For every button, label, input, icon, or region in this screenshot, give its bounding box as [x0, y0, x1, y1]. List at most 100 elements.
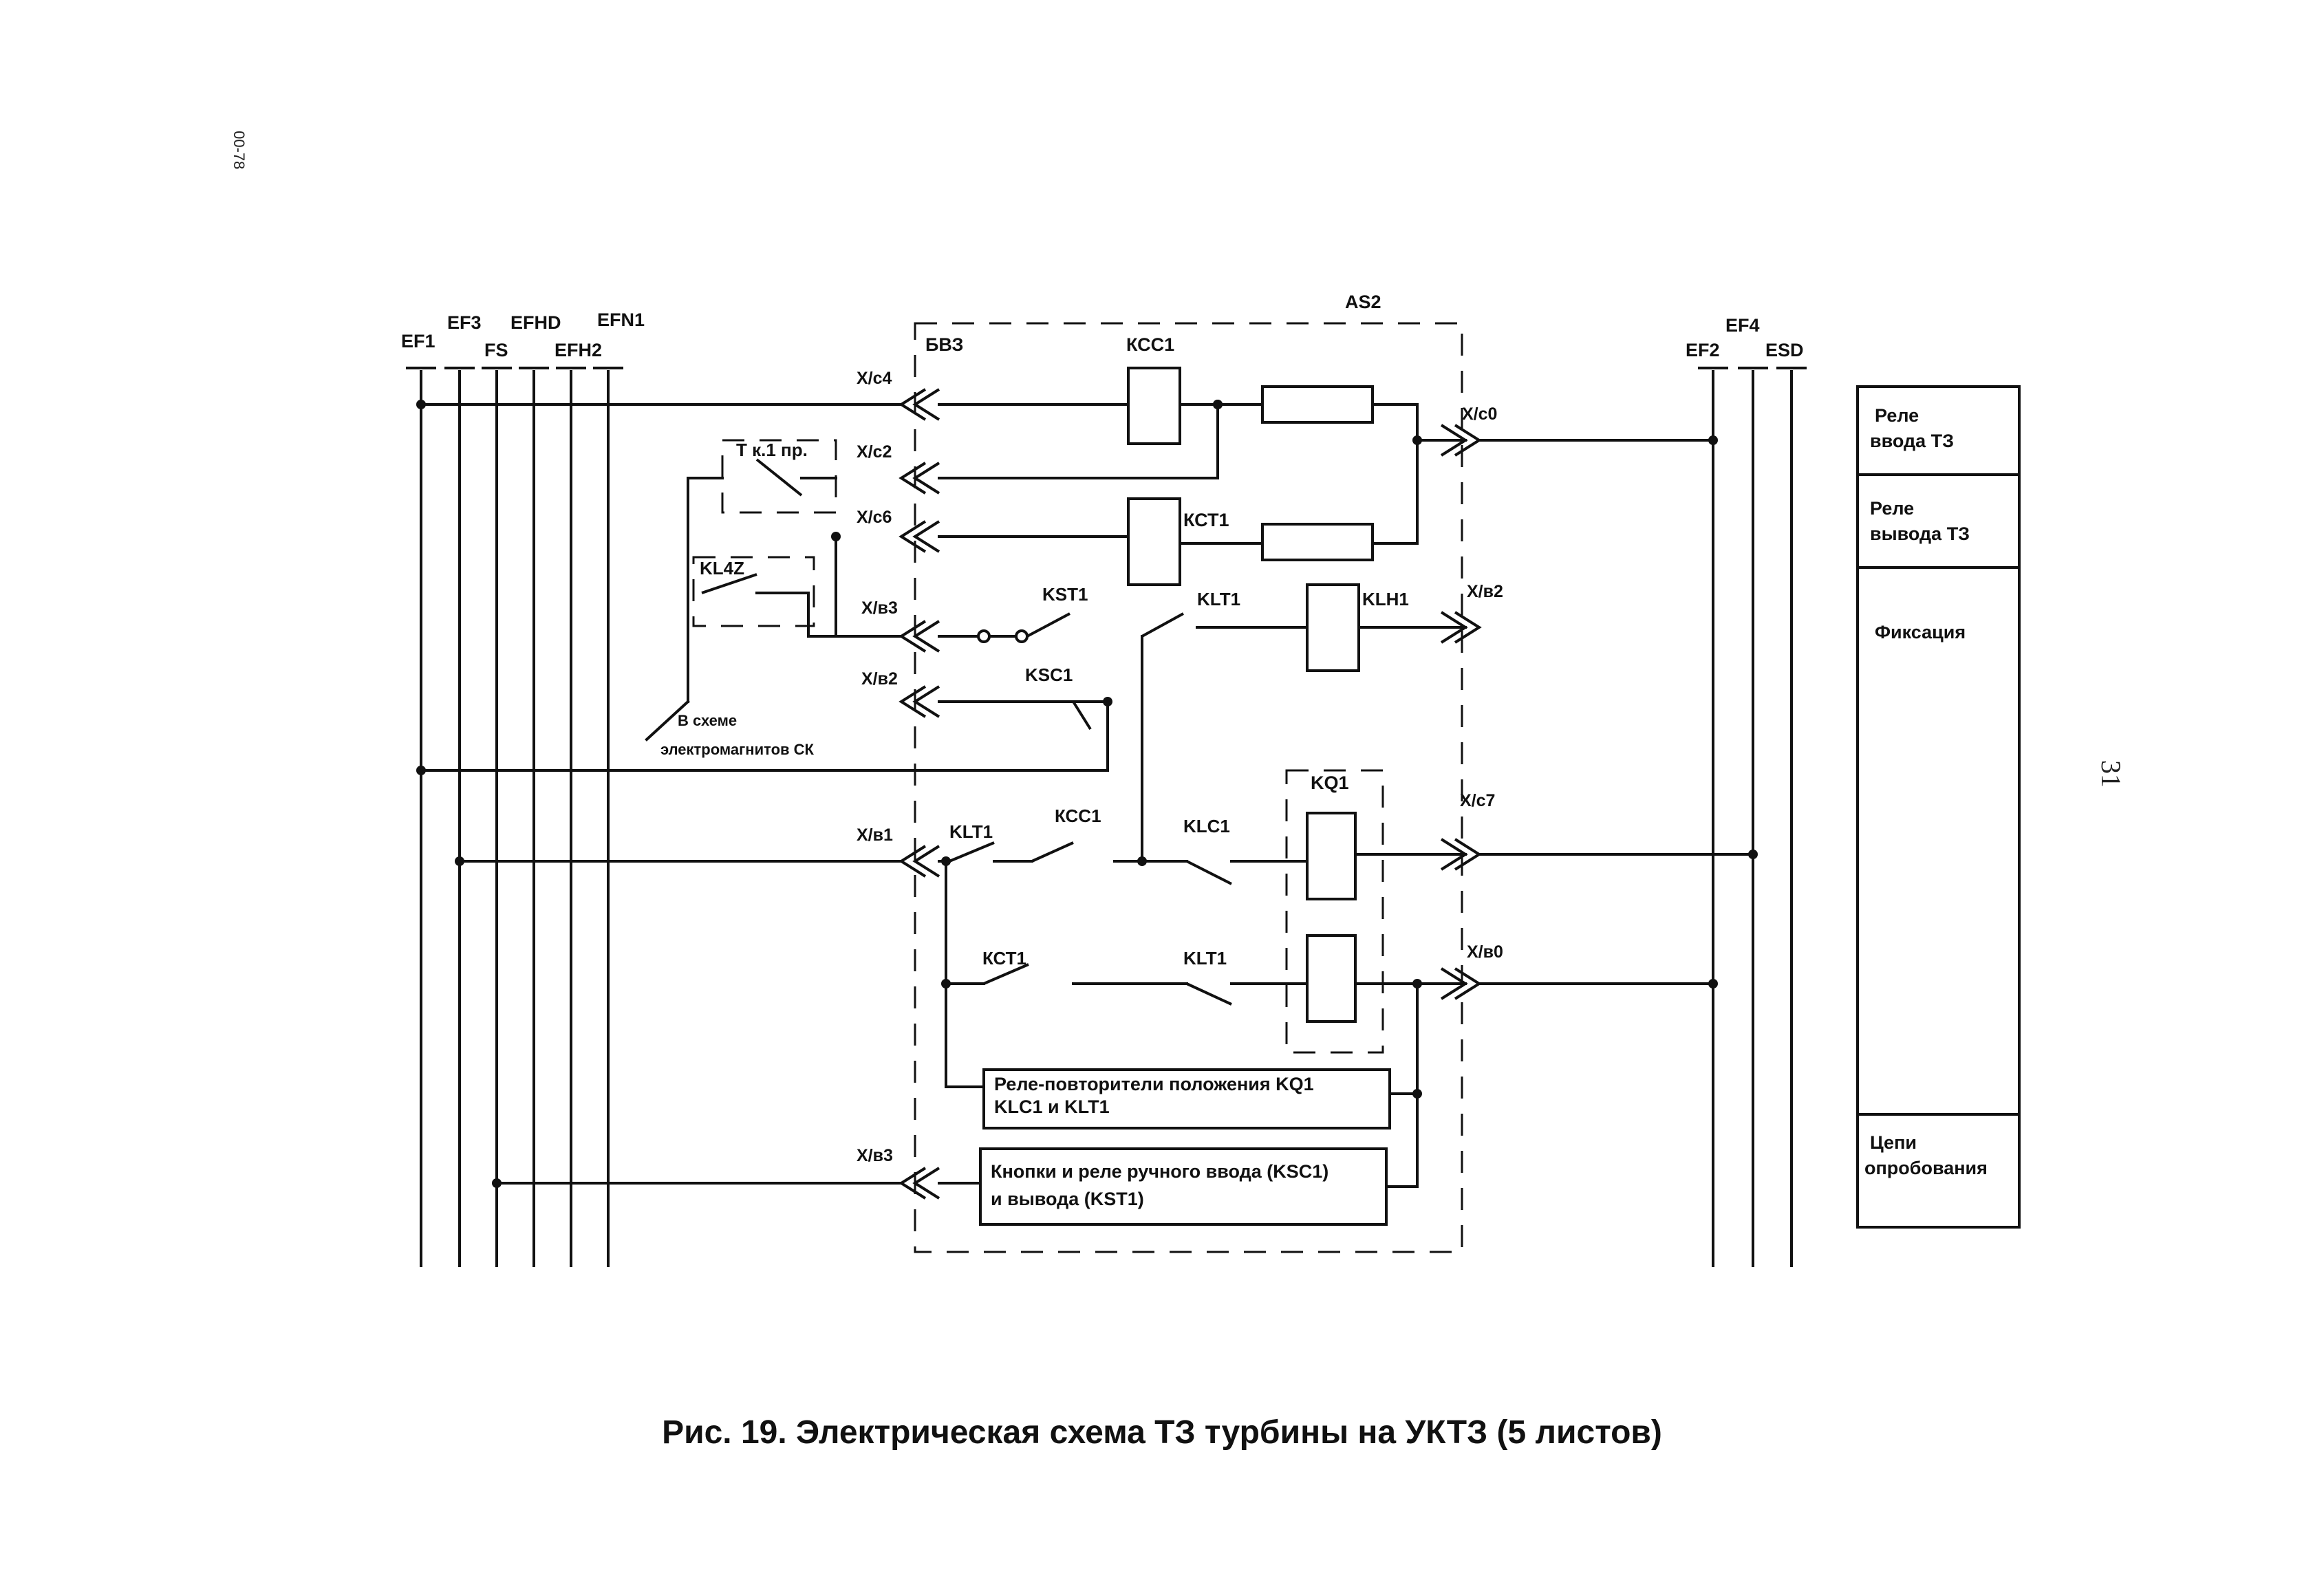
label-kcc1-coil: КСС1 — [1126, 334, 1174, 355]
junction-dot — [1412, 1089, 1422, 1099]
legend-row3: Фиксация — [1875, 622, 1966, 642]
terminal-xv2-right-b — [1454, 611, 1482, 644]
terminal-label-xv2-right: X/в2 — [1467, 582, 1503, 601]
terminal-xc6 — [899, 520, 927, 553]
buttons-box-line2: и вывода (KST1) — [991, 1189, 1144, 1209]
as2-block-outline — [914, 322, 1463, 1253]
bus-label-ef2: EF2 — [1686, 340, 1720, 360]
wire-r2-out — [1371, 439, 1419, 545]
repeaters-box — [982, 1068, 1391, 1129]
junction-dot — [1708, 979, 1718, 988]
terminal-xc7 — [1440, 838, 1468, 871]
buttons-box — [979, 1147, 1388, 1226]
terminal-label-xc6: X/c6 — [857, 508, 892, 527]
label-kl4z: KL4Z — [700, 558, 744, 579]
buttons-box-line1: Кнопки и реле ручного ввода (KSC1) — [991, 1161, 1328, 1182]
bus-label-efn1: EFN1 — [597, 310, 645, 330]
kl4z-outline — [692, 556, 815, 627]
terminal-xc4 — [899, 388, 927, 421]
junction-dot — [941, 979, 951, 988]
kcc1-coil — [1127, 367, 1181, 445]
kst1-contact — [1026, 612, 1070, 638]
terminal-label-xv0: X/в0 — [1467, 942, 1503, 962]
bus-label-ef3: EF3 — [447, 312, 482, 333]
label-klc1: KLC1 — [1183, 816, 1230, 836]
label-kcc1-b: КСС1 — [1055, 806, 1101, 826]
ksc1-contact — [1072, 700, 1092, 731]
terminal-label-xv2: X/в2 — [861, 669, 898, 689]
legend-row2-line2: вывода ТЗ — [1870, 523, 1970, 544]
junction-dot — [416, 400, 426, 409]
repeaters-box-line1: Реле-повторители положения KQ1 — [994, 1074, 1314, 1094]
kq1-coil-2 — [1306, 934, 1357, 1023]
terminal-xc2-b — [912, 462, 940, 495]
terminal-label-xc0: X/c0 — [1462, 404, 1497, 424]
block-label-as2: AS2 — [1345, 292, 1381, 312]
note-line1: В схеме — [678, 712, 737, 729]
label-kq1: KQ1 — [1311, 772, 1349, 793]
label-kct1-b: КСТ1 — [982, 948, 1026, 969]
label-klt1-top: KLT1 — [1197, 589, 1240, 609]
label-klt1-b: KLT1 — [1183, 948, 1227, 969]
wire-r1-out — [1371, 403, 1419, 442]
terminal-xv3-bottom — [899, 1167, 927, 1200]
legend-table — [1856, 385, 2021, 1229]
label-t-k1: Т к.1 пр. — [736, 440, 808, 460]
terminal-xv3 — [899, 620, 927, 653]
terminal-label-xv3: X/в3 — [861, 598, 898, 618]
terminal-xc2 — [899, 462, 927, 495]
figure-caption: Рис. 19. Электрическая схема ТЗ турбины … — [662, 1414, 1662, 1451]
bus-label-ef1: EF1 — [401, 331, 435, 352]
junction-dot — [1137, 856, 1147, 866]
wire-ksc1-return — [420, 700, 1109, 772]
junction-dot — [1103, 697, 1112, 706]
kst1-terminal-b — [1015, 629, 1029, 643]
label-kst1: KST1 — [1042, 584, 1088, 605]
label-kct1-coil: КСТ1 — [1183, 510, 1229, 530]
kl4z-contact — [701, 573, 757, 594]
legend-row1-line1: Реле — [1875, 405, 1919, 426]
terminal-xv2 — [899, 685, 927, 718]
terminal-xc7-b — [1454, 838, 1482, 871]
kst1-terminal-a — [977, 629, 991, 643]
klt1-b-contact — [1186, 982, 1232, 1006]
terminal-xv3-bottom-b — [912, 1167, 940, 1200]
bus-label-efhd: EFHD — [510, 312, 561, 333]
kct1-b-contact — [983, 963, 1029, 985]
terminal-xv1 — [899, 845, 927, 878]
junction-dot — [1708, 435, 1718, 445]
junction-dot — [1412, 435, 1422, 445]
resistor-1 — [1261, 385, 1374, 424]
wire-buttons-out — [1385, 1092, 1419, 1188]
bus-label-ef4: EF4 — [1725, 315, 1760, 336]
t-k1-outline — [721, 439, 837, 514]
junction-dot — [1748, 850, 1758, 859]
legend-row1-line2: ввода ТЗ — [1870, 431, 1954, 451]
terminal-label-xv3-bottom: X/в3 — [857, 1146, 893, 1165]
note-line2: электромагнитов СК — [660, 741, 815, 758]
kct1-coil — [1127, 497, 1181, 586]
terminal-xc0-b — [1454, 424, 1482, 457]
terminal-xv3-b — [912, 620, 940, 653]
kcc1-b-contact — [1031, 841, 1074, 863]
label-ksc1: KSC1 — [1025, 664, 1073, 685]
resistor-2 — [1261, 523, 1374, 561]
label-klt1-a: KLT1 — [949, 821, 993, 842]
terminal-xv1-b — [912, 845, 940, 878]
bus-label-efh2: EFH2 — [555, 340, 602, 360]
junction-dot — [416, 766, 426, 775]
junction-dot — [492, 1178, 502, 1188]
junction-dot — [831, 532, 841, 541]
terminal-label-xc7: X/c7 — [1460, 791, 1495, 810]
bus-label-esd: ESD — [1765, 340, 1804, 360]
kq1-group-outline — [1285, 769, 1384, 1054]
bus-label-fs: FS — [484, 340, 508, 360]
terminal-label-xv1: X/в1 — [857, 825, 893, 845]
terminal-xc0 — [1440, 424, 1468, 457]
legend-row4-line1: Цепи — [1870, 1132, 1917, 1153]
note-leader — [645, 700, 690, 742]
wire-repeaters-out — [1388, 982, 1419, 1095]
klc1-contact — [1186, 860, 1232, 885]
terminal-xc4-b — [912, 388, 940, 421]
